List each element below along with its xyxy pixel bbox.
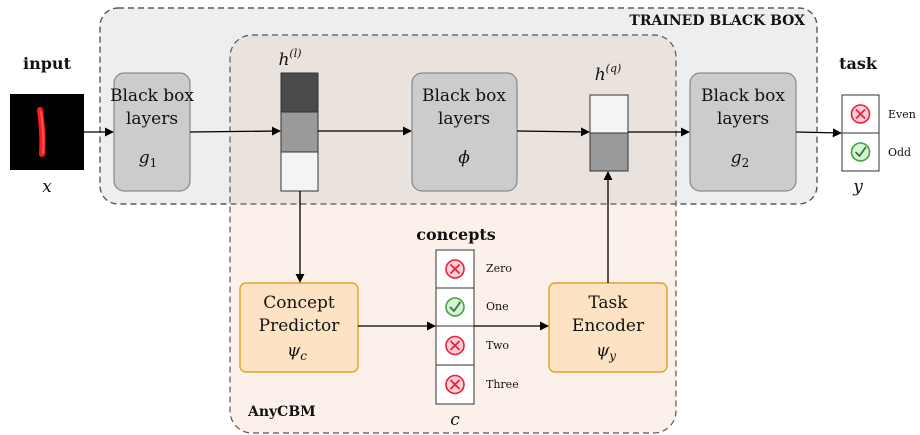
concepts-title: concepts: [416, 225, 496, 244]
black-box-g1: Black box layers g1: [110, 72, 194, 192]
arrow-g1-to-hl: [189, 126, 281, 136]
cross-icon: [445, 259, 465, 279]
concept-predictor-line1: Concept: [263, 293, 335, 313]
h-q-label: h(q): [595, 62, 622, 85]
anycbm-label: AnyCBM: [247, 404, 316, 420]
g1-line1: Black box: [110, 86, 194, 106]
phi-line1: Black box: [422, 86, 506, 106]
phi-line2: layers: [438, 109, 490, 129]
arrows: [84, 126, 842, 331]
anycbm-border: [229, 34, 677, 434]
trained-black-box-border: [99, 7, 818, 205]
input-title: input: [23, 54, 72, 73]
g1-symbol: g1: [139, 148, 158, 170]
y-symbol: y: [852, 177, 863, 197]
trained-black-box-label: TRAINED BLACK BOX: [629, 13, 805, 29]
h-l-vector: [280, 72, 319, 192]
concept-label-zero: Zero: [486, 262, 512, 275]
cross-icon: [850, 104, 871, 124]
c-symbol: c: [450, 410, 460, 430]
h-l-label: h(l): [278, 47, 301, 70]
check-icon: [850, 142, 871, 162]
input-image: [10, 94, 84, 170]
phi-symbol: ϕ: [458, 148, 470, 168]
concept-predictor-line2: Predictor: [259, 316, 341, 336]
g2-symbol: g2: [731, 148, 750, 170]
arrow-g2-to-task: [795, 128, 842, 138]
concept-label-three: Three: [486, 378, 519, 391]
g2-line1: Black box: [701, 86, 785, 106]
x-symbol: x: [42, 177, 52, 197]
task-label-odd: Odd: [888, 146, 911, 159]
concept-label-two: Two: [486, 339, 509, 352]
task-label-even: Even: [888, 108, 916, 121]
task-title: task: [839, 54, 878, 73]
task-encoder-line1: Task: [588, 293, 628, 313]
black-box-phi: Black box layers ϕ: [411, 72, 518, 192]
concept-label-one: One: [486, 300, 509, 313]
task-encoder-line2: Encoder: [572, 316, 645, 336]
cross-icon: [445, 374, 465, 395]
psi-y-symbol: ψy: [596, 341, 616, 363]
psi-c-symbol: ψc: [287, 341, 307, 363]
black-box-g2: Black box layers g2: [689, 72, 797, 192]
h-q-vector: [589, 94, 629, 172]
cross-icon: [445, 335, 465, 356]
concept-predictor-box: Concept Predictor ψc: [239, 282, 359, 373]
g1-line2: layers: [126, 109, 178, 129]
arrow-phi-to-hq: [516, 127, 590, 137]
g2-line2: layers: [717, 109, 769, 129]
task-encoder-box: Task Encoder ψy: [548, 282, 668, 373]
check-icon: [445, 297, 465, 317]
